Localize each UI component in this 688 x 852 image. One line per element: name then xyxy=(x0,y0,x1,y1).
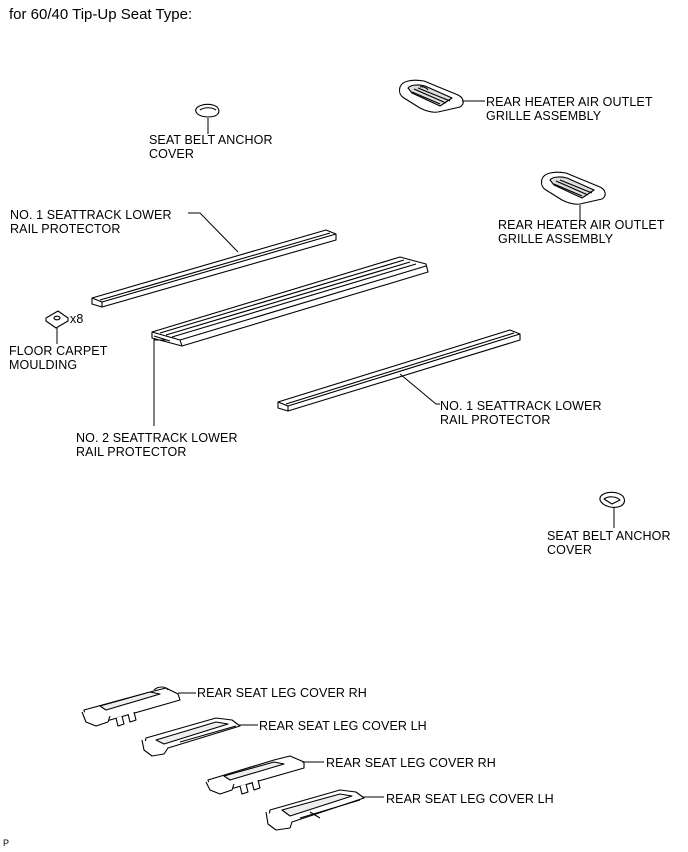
rear-seat-leg-cover-rh-part-2 xyxy=(205,755,305,795)
label-line: COVER xyxy=(547,543,592,557)
label-rear-seat-leg-cover-rh-2: REAR SEAT LEG COVER RH xyxy=(326,756,496,770)
page-title: for 60/40 Tip-Up Seat Type: xyxy=(9,6,193,23)
label-floor-carpet-qty: x8 xyxy=(70,312,84,326)
label-line: REAR HEATER AIR OUTLET xyxy=(498,218,665,232)
label-rear-heater-grille-2: REAR HEATER AIR OUTLET GRILLE ASSEMBLY xyxy=(498,218,665,246)
leader-line xyxy=(188,212,239,253)
label-line: REAR HEATER AIR OUTLET xyxy=(486,95,653,109)
label-line: GRILLE ASSEMBLY xyxy=(498,232,614,246)
label-rear-seat-leg-cover-rh-1: REAR SEAT LEG COVER RH xyxy=(197,686,367,700)
leader-line xyxy=(399,373,440,405)
label-line: NO. 1 SEATTRACK LOWER xyxy=(10,208,172,222)
label-line: MOULDING xyxy=(9,358,78,372)
label-no1-seattrack-protector-2: NO. 1 SEATTRACK LOWER RAIL PROTECTOR xyxy=(440,399,602,427)
floor-carpet-moulding-part xyxy=(45,310,69,329)
label-line: COVER xyxy=(149,147,194,161)
label-rear-seat-leg-cover-lh-2: REAR SEAT LEG COVER LH xyxy=(386,792,554,806)
label-floor-carpet-moulding: FLOOR CARPET MOULDING xyxy=(9,344,107,372)
no2-seattrack-protector-part xyxy=(151,256,429,347)
label-seat-belt-anchor-cover-1: SEAT BELT ANCHOR COVER xyxy=(149,133,273,161)
label-line: GRILLE ASSEMBLY xyxy=(486,109,602,123)
label-line: SEAT BELT ANCHOR xyxy=(149,133,273,147)
label-line: RAIL PROTECTOR xyxy=(10,222,121,236)
label-seat-belt-anchor-cover-2: SEAT BELT ANCHOR COVER xyxy=(547,529,671,557)
rear-seat-leg-cover-lh-part-1 xyxy=(141,717,241,757)
label-no1-seattrack-protector-1: NO. 1 SEATTRACK LOWER RAIL PROTECTOR xyxy=(10,208,172,236)
label-rear-seat-leg-cover-lh-1: REAR SEAT LEG COVER LH xyxy=(259,719,427,733)
rear-heater-grille-part-1 xyxy=(398,79,464,113)
label-no2-seattrack-protector: NO. 2 SEATTRACK LOWER RAIL PROTECTOR xyxy=(76,431,238,459)
label-rear-heater-grille-1: REAR HEATER AIR OUTLET GRILLE ASSEMBLY xyxy=(486,95,653,123)
label-line: RAIL PROTECTOR xyxy=(440,413,551,427)
label-line: FLOOR CARPET xyxy=(9,344,108,358)
label-line: NO. 1 SEATTRACK LOWER xyxy=(440,399,602,413)
rear-seat-leg-cover-rh-part-1 xyxy=(81,686,181,727)
label-line: SEAT BELT ANCHOR xyxy=(547,529,671,543)
seat-belt-anchor-cover-part-2 xyxy=(599,491,626,508)
rear-seat-leg-cover-lh-part-2 xyxy=(265,789,365,831)
rear-heater-grille-part-2 xyxy=(540,171,606,205)
no1-seattrack-protector-part-2 xyxy=(277,329,521,412)
no1-seattrack-protector-part-1 xyxy=(91,229,337,308)
reference-code: P xyxy=(3,838,10,848)
label-line: RAIL PROTECTOR xyxy=(76,445,187,459)
seat-belt-anchor-cover-part-1 xyxy=(195,103,220,118)
label-line: NO. 2 SEATTRACK LOWER xyxy=(76,431,238,445)
